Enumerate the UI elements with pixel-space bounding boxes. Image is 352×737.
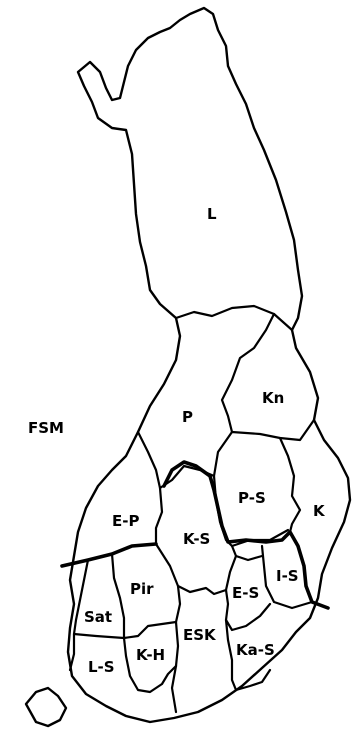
label-ks: K-S [183, 530, 210, 548]
label-l: L [207, 205, 217, 223]
thick-boundary-east [162, 460, 330, 610]
label-ps: P-S [238, 489, 266, 507]
aland-islands [24, 686, 68, 728]
label-esk: ESK [183, 626, 217, 644]
border-sat [72, 558, 126, 640]
label-es: E-S [232, 584, 259, 602]
label-is: I-S [276, 567, 299, 585]
border-ks-south [154, 542, 238, 596]
label-p: P [182, 408, 193, 426]
label-sat: Sat [84, 608, 112, 626]
label-kas: Ka-S [236, 641, 275, 659]
border-is [260, 544, 314, 610]
border-p-kn [220, 312, 276, 434]
label-fsm: FSM [28, 419, 64, 437]
label-ep: E-P [112, 512, 139, 530]
label-k: K [313, 502, 326, 520]
border-es [224, 554, 272, 632]
border-kh-ls [122, 636, 178, 694]
border-ep [154, 486, 164, 546]
label-pir: Pir [130, 580, 154, 598]
label-ls: L-S [88, 658, 115, 676]
border-ls-north [68, 632, 76, 672]
border-ps-k [278, 436, 302, 534]
label-kn: Kn [262, 389, 284, 407]
country-outline [66, 6, 352, 724]
label-kh: K-H [136, 646, 165, 664]
border-pir [110, 552, 182, 640]
border-esk-kas [224, 618, 272, 692]
